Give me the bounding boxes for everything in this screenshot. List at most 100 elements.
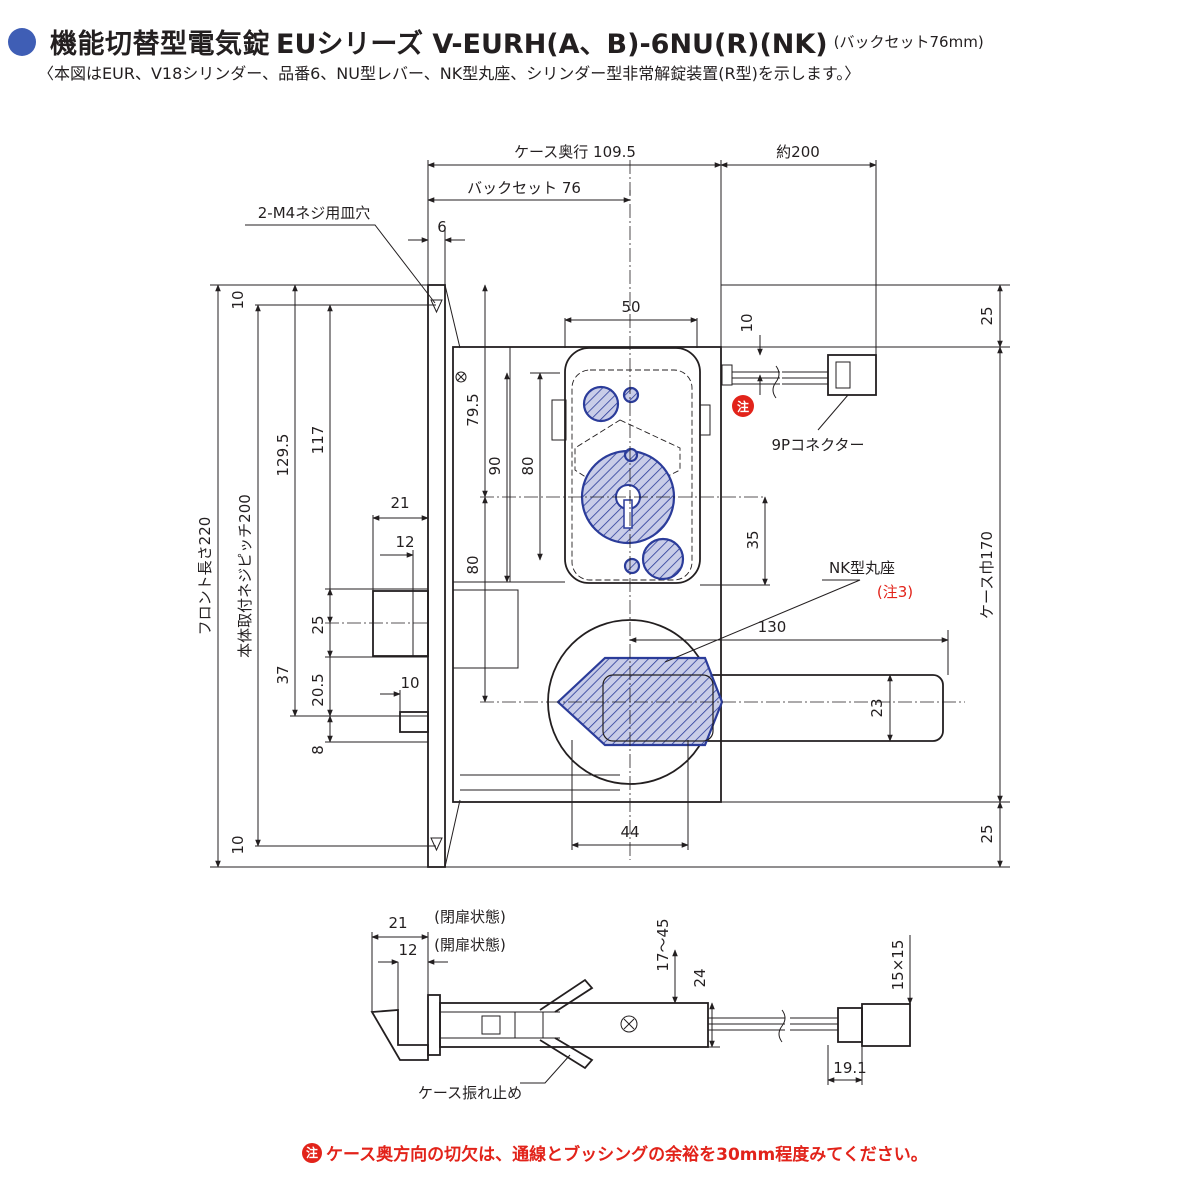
case-screw-mark-2 (456, 372, 466, 382)
note-badge-text: 注 (737, 399, 749, 414)
note3-label: (注3) (877, 583, 913, 601)
side-connector-a (837, 1007, 863, 1043)
side-screw-icon (620, 1015, 638, 1033)
dim-right-25-bottom-label: 25 (978, 824, 996, 843)
connector-leader (817, 394, 849, 431)
module-tab-right (699, 404, 711, 436)
screw-hole-label: 2-M4ネジ用皿穴 (258, 204, 370, 222)
dim-10-dead-label: 10 (400, 674, 419, 692)
case-stopper-upper (539, 978, 594, 1013)
title-bullet-icon (8, 27, 36, 56)
lower-cam-hole (641, 537, 685, 581)
dim-37-label: 37 (274, 665, 292, 684)
dim-79-5-label: 79.5 (464, 393, 482, 426)
dim-23-label: 23 (868, 698, 886, 717)
side-front-plate (427, 994, 441, 1056)
upper-cam-hole (582, 385, 620, 423)
side-connector-b (861, 1003, 911, 1047)
side-dim-24-label: 24 (691, 968, 709, 987)
page-title: 機能切替型電気錠 (50, 29, 270, 60)
latch-bolt (372, 590, 429, 657)
backset-note: (バックセット76mm) (833, 33, 984, 51)
side-case-body (439, 1002, 709, 1048)
dim-130-label: 130 (758, 618, 787, 636)
wire-break-icon (772, 365, 780, 399)
note-badge-icon (732, 395, 754, 417)
dim-25-label: 25 (309, 615, 327, 634)
side-dim-12-state: (開扉状態) (434, 936, 506, 954)
side-latch (370, 1009, 429, 1061)
header: 機能切替型電気錠 EUシリーズ V-EURH(A、B)-6NU(R)(NK) (… (0, 0, 1200, 90)
side-latch-spring (481, 1015, 501, 1035)
side-view: 21 (閉扉状態) 12 (開扉状態) 17〜45 24 (370, 908, 913, 1102)
case-stopper-leader (520, 1054, 571, 1084)
dim-35-label: 35 (744, 530, 762, 549)
side-dim-17-45-label: 17〜45 (654, 918, 672, 971)
key-slot-icon (623, 499, 633, 529)
dim-bottom-10-label: 10 (229, 835, 247, 854)
dim-20-5-label: 20.5 (309, 673, 327, 706)
model-number: EUシリーズ V-EURH(A、B)-6NU(R)(NK) (276, 29, 828, 60)
side-dim-12-label: 12 (398, 941, 417, 959)
nk-rosette-label: NK型丸座 (829, 559, 895, 577)
module-tab-left (551, 399, 567, 441)
screw-hole-top-icon (430, 299, 443, 314)
side-screw-mark-2 (623, 1018, 635, 1030)
page-subtitle: 〈本図はEUR、V18シリンダー、品番6、NU型レバー、NK型丸座、シリンダー型… (38, 64, 861, 83)
lower-small-hole (623, 557, 641, 575)
lever-neck (602, 674, 714, 742)
wire-tail (782, 371, 828, 385)
side-dim-21-state: (閉扉状態) (434, 908, 506, 926)
cylinder-module-inner (571, 369, 693, 581)
cylinder-module (564, 347, 701, 584)
side-dim-19-1-label: 19.1 (833, 1059, 866, 1077)
dim-90-label: 90 (486, 456, 504, 475)
dim-21-label: 21 (390, 494, 409, 512)
lever-spindle-hatch (556, 656, 724, 747)
dim-50-label: 50 (621, 298, 640, 316)
side-dim-21-label: 21 (388, 914, 407, 932)
case-stopper-label: ケース振れ止め (418, 1084, 522, 1102)
dim-129-5-label: 129.5 (274, 434, 292, 477)
dim-117-label: 117 (309, 426, 327, 455)
title-row: 機能切替型電気錠 EUシリーズ V-EURH(A、B)-6NU(R)(NK) (… (8, 22, 984, 61)
dim-6-label: 6 (437, 218, 447, 236)
screw-hole-bottom-icon (430, 837, 443, 852)
side-block (514, 1011, 544, 1039)
upper-small-hole (622, 386, 640, 404)
case-stopper-lower (539, 1037, 594, 1070)
screw-hole-leader (245, 224, 436, 304)
dim-8-label: 8 (309, 745, 327, 755)
footnote-badge-icon: 注 (302, 1142, 322, 1163)
dim-conn-10-label: 10 (738, 313, 756, 332)
connector-inner (835, 361, 851, 389)
footnote-text: ケース奥方向の切欠は、通線とブッシングの余裕を30mm程度みてください。 (326, 1145, 928, 1165)
dim-80-upper-label: 80 (519, 456, 537, 475)
lock-case (452, 346, 722, 803)
front-length-label: フロント長さ220 (196, 517, 214, 636)
dim-12-label: 12 (395, 533, 414, 551)
side-dim-15x15-label: 15×15 (889, 940, 907, 991)
dim-80-lower-label: 80 (464, 555, 482, 574)
side-wire-tail (790, 1017, 838, 1031)
case-screw-icon (455, 371, 467, 383)
latch-bolt-inner (412, 590, 429, 657)
case-width-label: ケース巾170 (978, 531, 996, 619)
footnote: 注 ケース奥方向の切欠は、通線とブッシングの余裕を30mm程度みてください。 (302, 1140, 928, 1165)
front-plate (427, 284, 446, 868)
side-wire-break-icon (778, 1009, 786, 1043)
dim-44-label: 44 (620, 823, 639, 841)
nk-rosette-leader (664, 579, 861, 663)
dim-approx-200-label: 約200 (776, 143, 820, 161)
plate-bevel-top (444, 284, 461, 349)
connector-label: 9Pコネクター (772, 436, 865, 454)
dim-backset-label: バックセット 76 (467, 179, 581, 197)
front-view: 注 ケース奥行 109.5 約200 バックセット 76 6 2-M4ネジ用皿穴… (196, 143, 1010, 868)
guard-bolt (399, 711, 429, 733)
9p-connector (827, 354, 877, 396)
wire-outlet (721, 364, 733, 386)
dim-case-depth-label: ケース奥行 109.5 (514, 143, 636, 161)
plate-bevel-bottom (444, 799, 461, 868)
screw-pitch-label: 本体取付ネジピッチ200 (236, 494, 254, 658)
